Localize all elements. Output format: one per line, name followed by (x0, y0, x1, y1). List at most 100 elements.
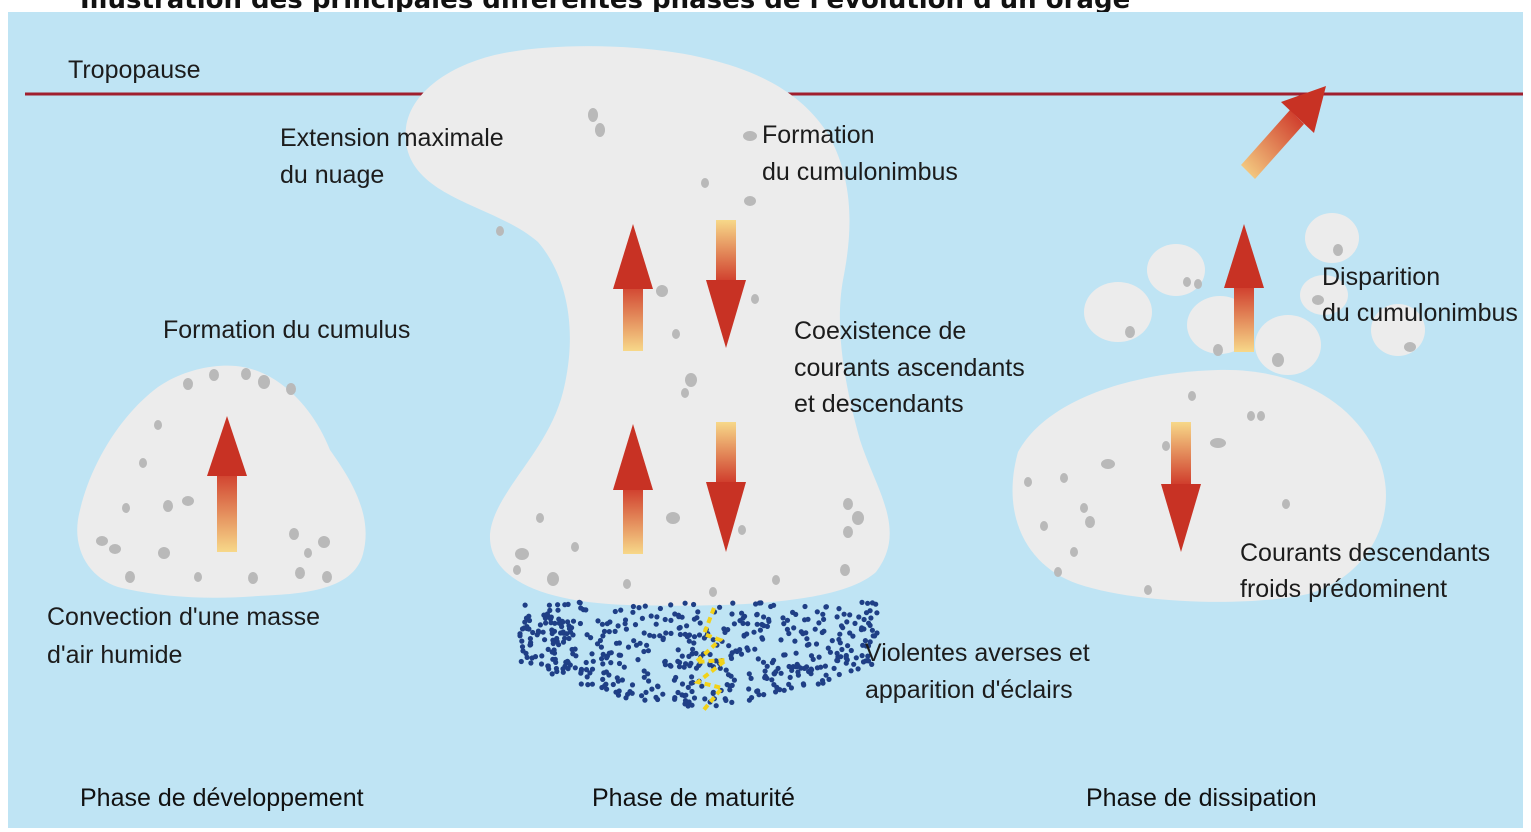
rain-drop (792, 639, 797, 644)
rain-drop (677, 664, 682, 669)
rain-drop (691, 640, 696, 645)
rain-drop (749, 676, 754, 681)
rain-drop (847, 612, 852, 617)
rain-drop (607, 619, 612, 624)
rain-drop (814, 641, 819, 646)
tropopause-label: Tropopause (68, 56, 201, 84)
rain-drop (585, 682, 590, 687)
rain-drop (623, 695, 628, 700)
rain-drop (804, 636, 809, 641)
rain-drop (689, 703, 694, 708)
coexistence-label: Coexistence de (794, 317, 966, 345)
rain-drop (849, 668, 854, 673)
rain-drop (617, 640, 622, 645)
rain-drop (779, 671, 784, 676)
rain-drop (727, 687, 732, 692)
rain-drop (692, 634, 697, 639)
phase-development-label: Phase de développement (80, 784, 364, 812)
rain-drop (638, 641, 643, 646)
rain-drop (545, 663, 550, 668)
rain-drop (617, 661, 622, 666)
title-bar: Illustration des principales différentes… (0, 0, 1531, 12)
rain-drop (599, 645, 604, 650)
rain-drop (642, 630, 647, 635)
phase-dissipation-label: Phase de dissipation (1086, 784, 1317, 812)
rain-drop (588, 635, 593, 640)
rain-drop (660, 692, 665, 697)
rain-drop (561, 629, 566, 634)
rain-drop (661, 636, 666, 641)
rain-drop (523, 603, 528, 608)
rain-drop (623, 621, 628, 626)
coexistence-label: et descendants (794, 390, 964, 418)
rain-drop (520, 644, 525, 649)
rain-drop (645, 671, 650, 676)
rain-drop (820, 678, 825, 683)
rain-drop (654, 614, 659, 619)
rain-drop (677, 626, 682, 631)
rain-drop (606, 672, 611, 677)
rain-drop (583, 607, 588, 612)
coexistence-label: courants ascendants (794, 354, 1025, 382)
rain-drop (838, 640, 843, 645)
extension-label: du nuage (280, 161, 384, 189)
rain-drop (688, 661, 693, 666)
rain-drop (760, 637, 765, 642)
formation-cumulonimbus-label: du cumulonimbus (762, 158, 958, 186)
rain-drop (830, 638, 835, 643)
rain-drop (527, 642, 532, 647)
rain-drop (640, 616, 645, 621)
rain-drop (547, 603, 552, 608)
rain-drop (545, 611, 550, 616)
rain-drop (773, 669, 778, 674)
rain-drop (600, 622, 605, 627)
rain-drop (658, 606, 663, 611)
rain-drop (856, 614, 861, 619)
rain-drop (602, 629, 607, 634)
rain-drop (780, 615, 785, 620)
rain-drop (697, 632, 702, 637)
rain-drop (616, 679, 621, 684)
rain-drop (560, 666, 565, 671)
rain-drop (823, 664, 828, 669)
rain-drop (616, 693, 621, 698)
rain-drop (816, 620, 821, 625)
rain-drop (554, 669, 559, 674)
rain-drop (768, 604, 773, 609)
rain-drop (805, 643, 810, 648)
rain-drop (755, 612, 760, 617)
rain-drop (745, 621, 750, 626)
rain-drop (579, 681, 584, 686)
rain-drop (538, 622, 543, 627)
rain-drop (746, 686, 751, 691)
rain-drop (643, 690, 648, 695)
rain-drop (672, 611, 677, 616)
rain-drop (835, 614, 840, 619)
averses-label: apparition d'éclairs (865, 676, 1073, 704)
convection-label: d'air humide (47, 641, 182, 669)
rain-drop (601, 652, 606, 657)
rain-drop (771, 682, 776, 687)
rain-drop (714, 703, 719, 708)
rain-drop (711, 691, 716, 696)
rain-drop (543, 620, 548, 625)
rain-drop (598, 638, 603, 643)
rain-drop (616, 623, 621, 628)
rain-drop (809, 667, 814, 672)
rain-drop (654, 622, 659, 627)
rain-drop (864, 610, 869, 615)
rain-drop (770, 660, 775, 665)
rain-drop (782, 688, 787, 693)
rain-drop (823, 604, 828, 609)
rain-drop (816, 681, 821, 686)
rain-drop (678, 632, 683, 637)
rain-drop (595, 618, 600, 623)
rain-drop (847, 630, 852, 635)
rain-drop (687, 639, 692, 644)
rain-drop (821, 629, 826, 634)
rain-drop (646, 648, 651, 653)
rain-drop (788, 675, 793, 680)
rain-drop (765, 664, 770, 669)
rain-drop (683, 693, 688, 698)
rain-drop (873, 602, 878, 607)
